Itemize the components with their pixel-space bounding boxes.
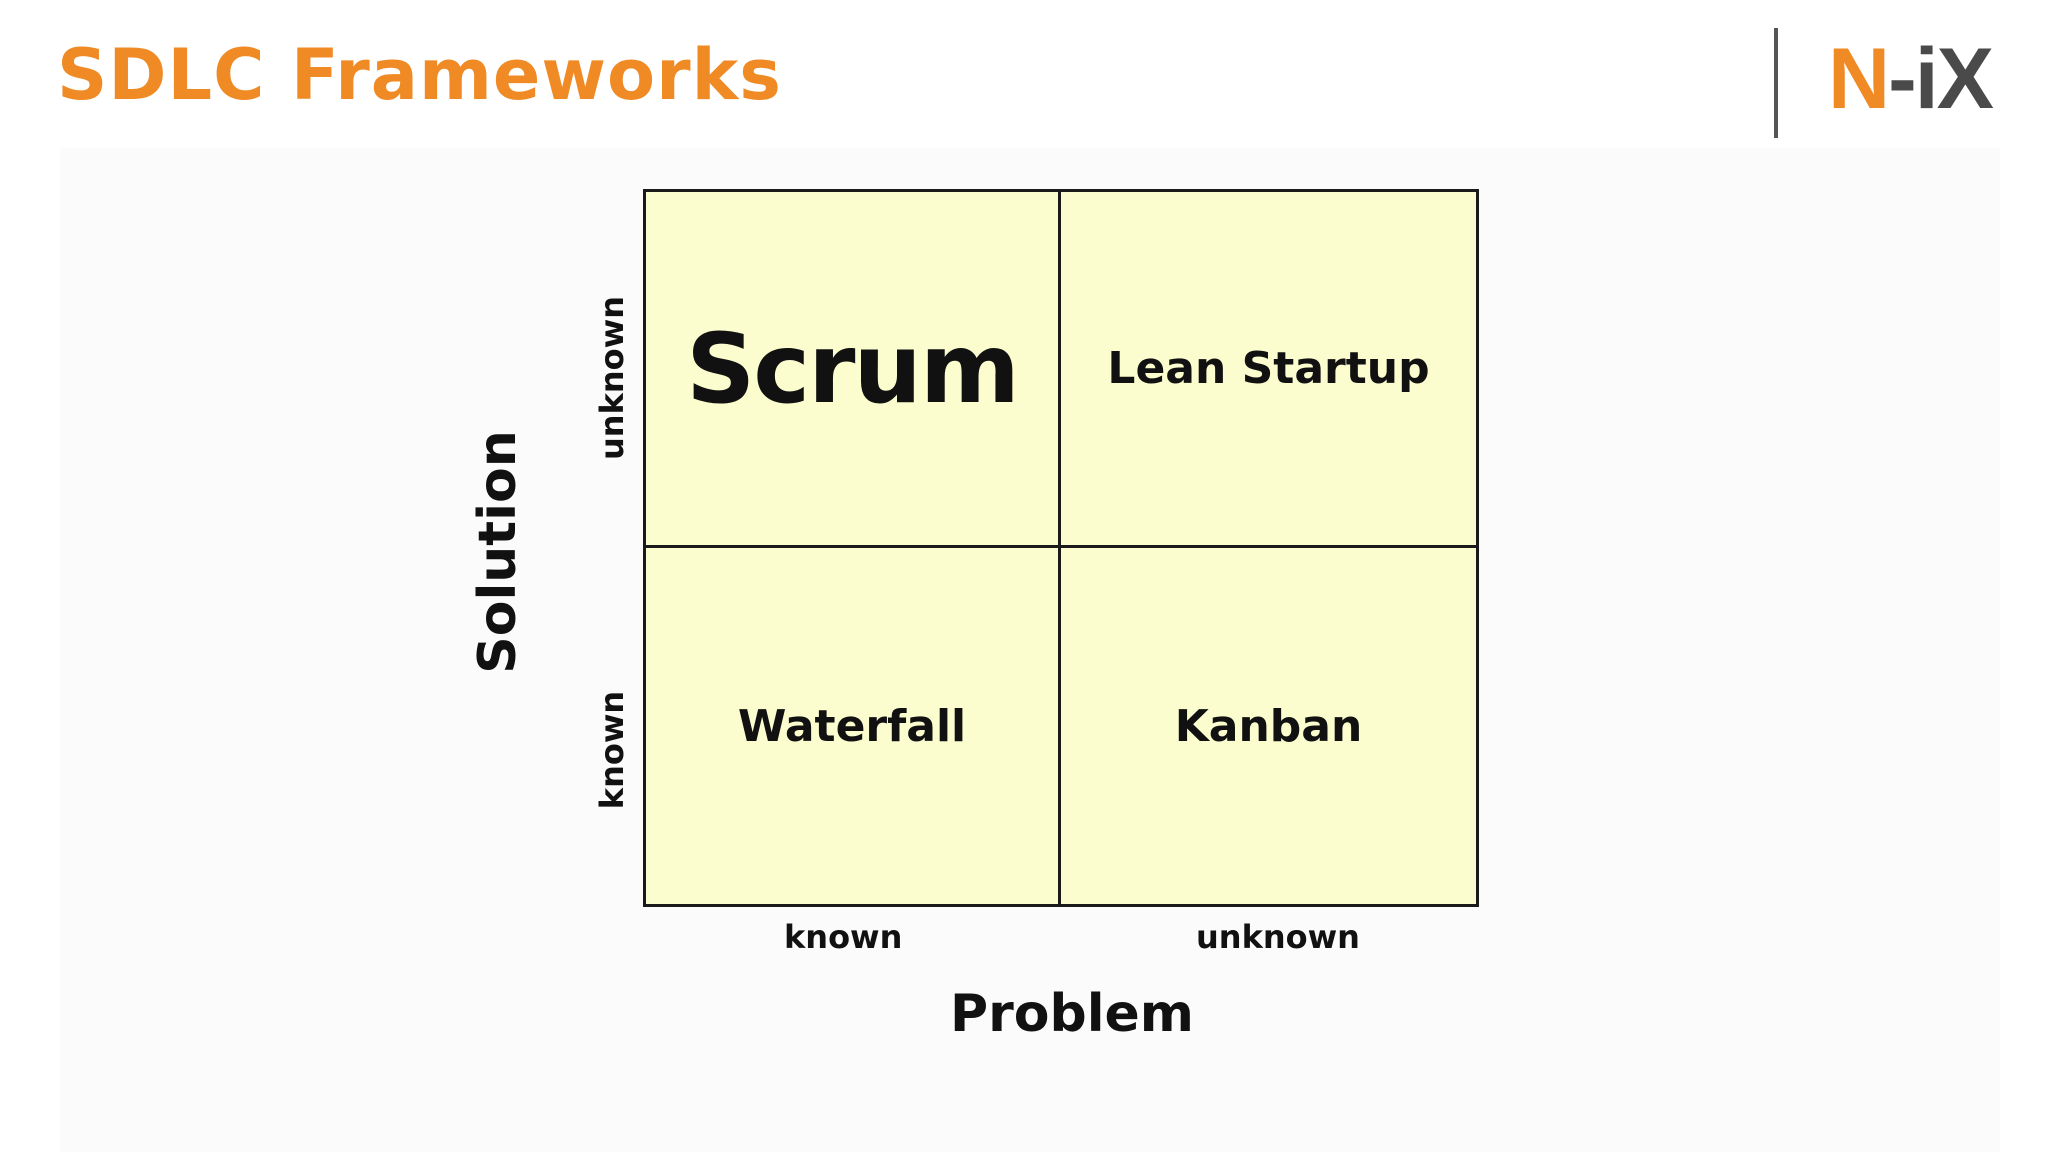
x-axis-title: Problem xyxy=(950,984,1194,1044)
y-tick-known: known xyxy=(593,690,631,810)
header-divider xyxy=(1774,28,1778,138)
cell-lean-startup: Lean Startup xyxy=(1061,192,1476,548)
page-title: SDLC Frameworks xyxy=(57,34,782,116)
logo-letter-n: N xyxy=(1828,31,1890,127)
cell-waterfall: Waterfall xyxy=(646,548,1061,904)
y-tick-unknown: unknown xyxy=(593,296,631,460)
x-tick-known: known xyxy=(784,918,903,956)
cell-scrum: Scrum xyxy=(646,192,1061,548)
y-axis-title: Solution xyxy=(468,430,528,674)
company-logo: N-iX xyxy=(1828,36,1994,122)
framework-matrix: Scrum Lean Startup Waterfall Kanban xyxy=(643,189,1479,907)
x-tick-unknown: unknown xyxy=(1196,918,1360,956)
logo-suffix: -iX xyxy=(1888,31,1994,127)
cell-kanban: Kanban xyxy=(1174,700,1363,752)
